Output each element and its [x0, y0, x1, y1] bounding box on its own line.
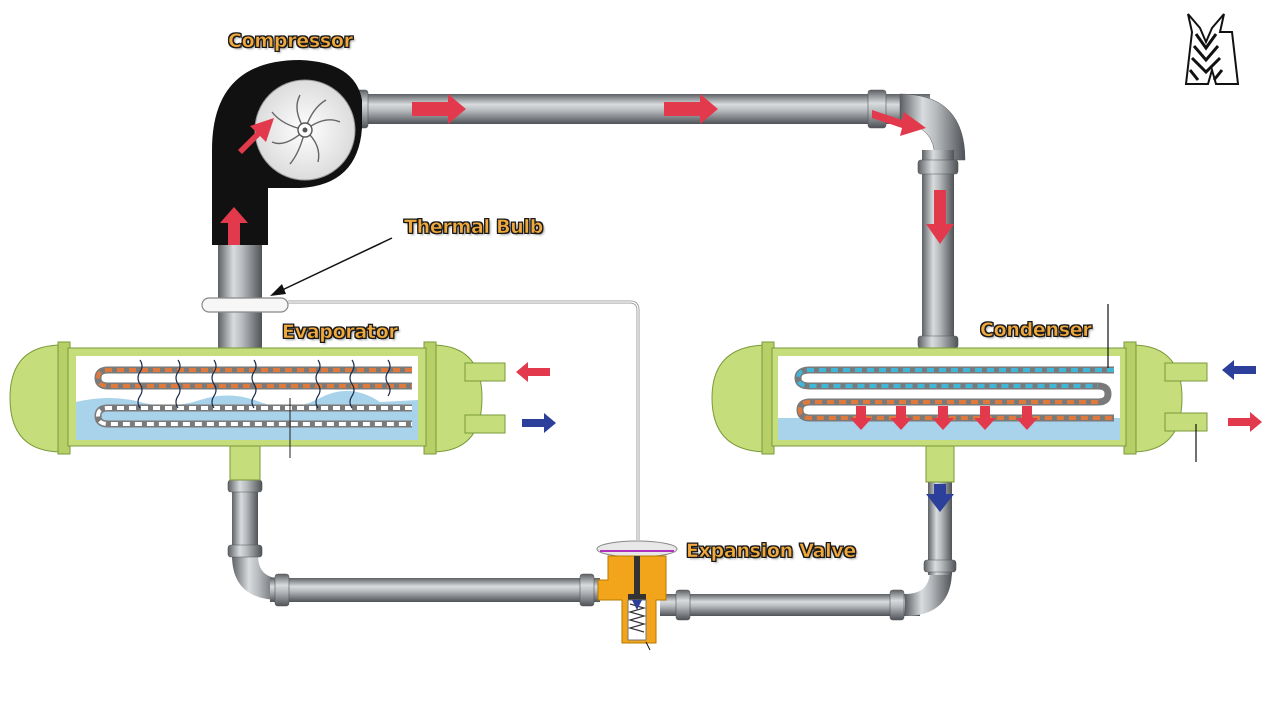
condenser-tube-bundle — [794, 366, 1114, 422]
valve-needle — [632, 600, 642, 610]
pipe-coupling — [675, 589, 691, 621]
evaporator-nozzle-bottom — [464, 414, 506, 434]
flow-arrows — [220, 94, 1262, 512]
evaporator-label: Evaporator — [282, 321, 398, 344]
condenser-end-cap-right — [1131, 344, 1183, 453]
pipe-elbow-bottom-left — [232, 555, 280, 600]
hot-flow-arrow — [412, 94, 466, 124]
condensation-arrow — [850, 406, 872, 430]
hot-flow-arrow — [872, 110, 926, 136]
evaporator-vapor-lines — [137, 359, 391, 409]
valve-stem — [634, 556, 640, 596]
pipe-coupling — [917, 159, 959, 175]
pipe-coupling — [917, 335, 959, 349]
pipe-elbow-bottom-right — [905, 570, 952, 616]
pipe-coupling — [867, 89, 887, 129]
cold-flow-arrow — [926, 484, 954, 512]
condenser-label: Condenser — [980, 319, 1092, 342]
liquid-line-right — [660, 594, 920, 616]
valve-indicator-line — [645, 641, 651, 651]
condensation-arrow — [890, 406, 912, 430]
hot-flow-arrow — [238, 118, 274, 154]
evaporator-liquid — [76, 390, 418, 440]
condenser-nozzle-bottom — [1164, 412, 1208, 432]
evaporator-tube-bundle — [94, 366, 412, 428]
compressor-impeller-icon — [271, 94, 341, 165]
thermal-bulb — [201, 237, 640, 540]
cold-water-out-arrow — [522, 413, 556, 433]
condensation-arrow — [1016, 406, 1038, 430]
hot-flow-arrow — [220, 207, 248, 245]
evaporator-outlet-stub — [229, 445, 261, 481]
valve-seat — [628, 594, 646, 600]
condenser-end-cap-left — [711, 344, 769, 453]
thermal-bulb-pointer — [277, 237, 393, 293]
cold-water-in-arrow — [516, 362, 550, 382]
valve-diaphragm — [596, 540, 678, 558]
evaporator-end-cap-right — [431, 344, 483, 453]
compressor-label: Compressor — [228, 30, 354, 53]
condenser-nozzle-top — [1164, 362, 1208, 382]
compressor — [212, 60, 362, 245]
liquid-line-left — [270, 578, 600, 602]
condensation-arrows — [850, 406, 1038, 430]
coolant-in-arrow — [1222, 360, 1256, 380]
hot-flow-arrow — [926, 190, 954, 244]
hot-flow-arrow — [664, 94, 718, 124]
condenser-outlet-stub — [925, 445, 955, 483]
pipe-coupling — [923, 559, 957, 573]
pipe-coupling — [579, 573, 595, 607]
condenser — [711, 304, 1208, 483]
pipe-coupling — [274, 573, 290, 607]
evaporator — [9, 341, 506, 481]
capillary-tube-inner — [288, 301, 639, 540]
suction-pipe — [218, 245, 262, 348]
pipe-coupling — [227, 544, 263, 558]
condensation-arrow — [932, 406, 954, 430]
evaporator-end-cap-left — [9, 344, 63, 453]
pipe-coupling — [889, 589, 905, 621]
condensation-arrow — [974, 406, 996, 430]
expansion-valve-label: Expansion Valve — [686, 540, 857, 563]
thermal-bulb-body — [201, 297, 289, 313]
expansion-valve — [596, 540, 678, 651]
zebra-head-logo — [1184, 13, 1240, 85]
thermal-bulb-pointer-head — [270, 284, 286, 296]
valve-spring — [627, 603, 647, 633]
evaporator-nozzle-top — [464, 362, 506, 382]
thermal-bulb-label: Thermal Bulb — [404, 216, 544, 239]
condenser-inlet-pipe — [922, 150, 954, 350]
pipe-coupling — [227, 479, 263, 493]
coolant-out-arrow — [1228, 412, 1262, 432]
